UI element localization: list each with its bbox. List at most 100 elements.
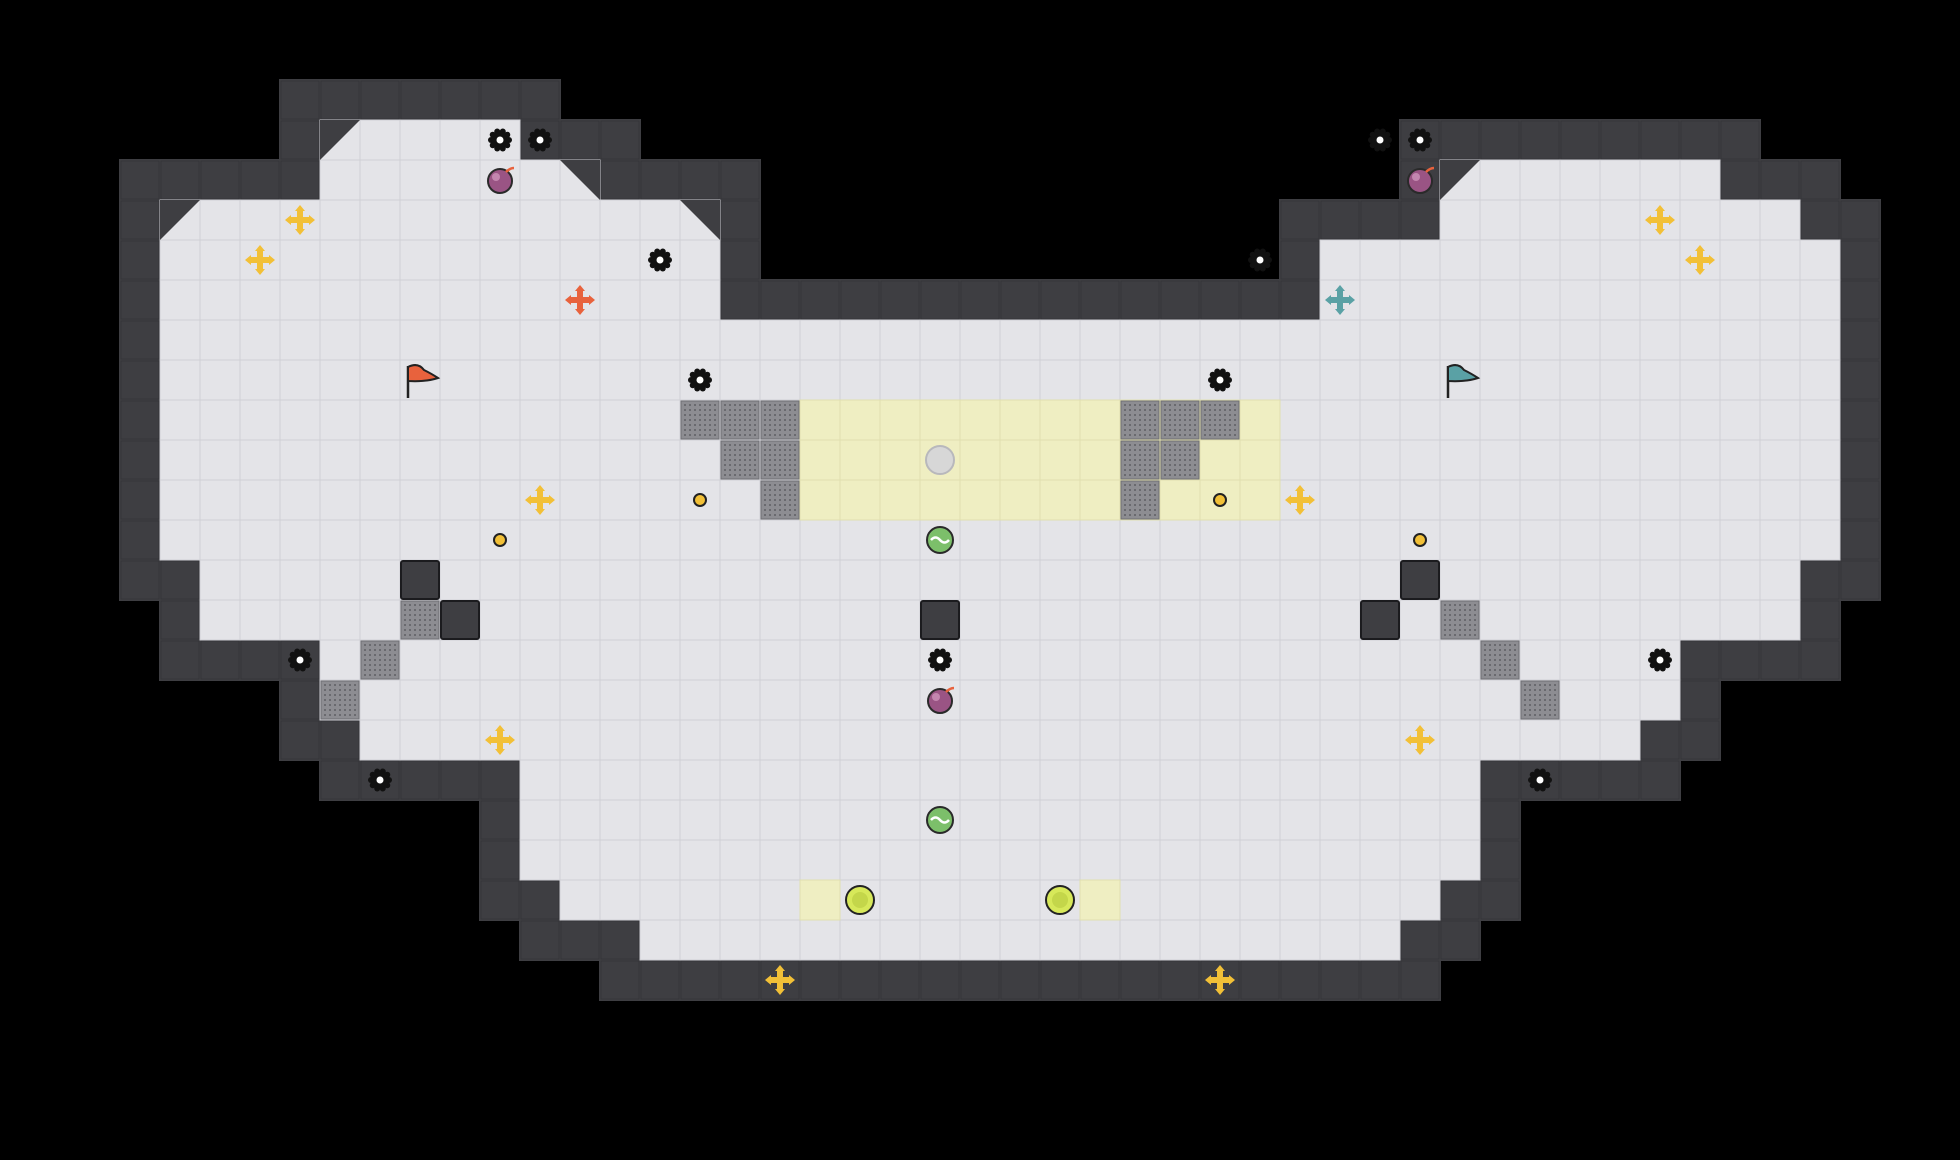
mine-icon[interactable] (688, 368, 712, 392)
mine-icon[interactable] (1208, 368, 1232, 392)
wall-tile (719, 159, 761, 201)
floor-tile (959, 639, 1001, 681)
floor-tile (199, 239, 241, 281)
spawn-cross-icon[interactable] (1405, 725, 1435, 755)
red-spawn-icon[interactable] (565, 285, 595, 315)
wall-edge (520, 880, 560, 920)
floor-tile (1599, 599, 1641, 641)
floor-tile (519, 559, 561, 601)
floor-tile (759, 559, 801, 601)
cross-arrow (245, 255, 251, 265)
mine-icon[interactable] (928, 648, 952, 672)
floor-tile (1479, 559, 1521, 601)
grate-hole (329, 709, 331, 711)
grate-hole (1469, 604, 1471, 606)
floor-tile (1439, 639, 1481, 681)
mine-icon[interactable] (288, 648, 312, 672)
grate-hole (744, 404, 746, 406)
spawn-cross-icon[interactable] (1205, 965, 1235, 995)
floor-tile (1239, 559, 1281, 601)
wall-edge (1360, 960, 1400, 1000)
grate-hole (1154, 434, 1156, 436)
floor-tile (639, 199, 681, 241)
floor-tile (879, 319, 921, 361)
object-layer[interactable] (245, 128, 1715, 995)
wall-tile (1799, 639, 1841, 681)
mine-icon[interactable] (528, 128, 552, 152)
spawn-cross-icon[interactable] (1645, 205, 1675, 235)
wall-tile (1279, 199, 1321, 241)
floor-tile (1399, 439, 1441, 481)
ball-icon[interactable] (925, 445, 955, 475)
goal-button-icon[interactable] (845, 885, 875, 915)
mine-icon[interactable] (1528, 768, 1552, 792)
grate-hole (1154, 419, 1156, 421)
wall-edge (1160, 960, 1200, 1000)
floor-tile (399, 279, 441, 321)
grate-hole (739, 414, 741, 416)
grate-hole (429, 614, 431, 616)
spawn-cross-icon[interactable] (245, 245, 275, 275)
spawn-cross-icon[interactable] (765, 965, 795, 995)
spawn-cross-icon[interactable] (525, 485, 555, 515)
mine-icon[interactable] (1248, 248, 1272, 272)
grate-hole (769, 409, 771, 411)
red-flag-icon[interactable] (406, 364, 441, 398)
spawn-cross-icon[interactable] (1285, 485, 1315, 515)
grate-hole (1504, 654, 1506, 656)
grate-hole (1144, 514, 1146, 516)
coin-icon[interactable] (1213, 493, 1227, 507)
coin-icon[interactable] (1413, 533, 1427, 547)
floor-tile (319, 159, 361, 201)
grate-hole (779, 424, 781, 426)
floor-tile (1759, 199, 1801, 241)
blue-spawn-icon[interactable] (1325, 285, 1355, 315)
floor-tile (1279, 359, 1321, 401)
grate-hole (754, 469, 756, 471)
floor-tile (159, 399, 201, 441)
mine-icon[interactable] (1648, 648, 1672, 672)
grate-tile (1520, 680, 1560, 720)
wall-tile (839, 279, 881, 321)
grate-hole (1124, 474, 1126, 476)
wall-tile (1679, 679, 1721, 721)
grate-tile (1120, 400, 1160, 440)
mine-icon[interactable] (648, 248, 672, 272)
blue-flag-icon[interactable] (1446, 364, 1481, 398)
floor-tile (1119, 759, 1161, 801)
goal-button-icon[interactable] (1045, 885, 1075, 915)
grate-hole (764, 444, 766, 446)
powerup-icon[interactable] (926, 806, 954, 834)
grate-hole (1124, 419, 1126, 421)
mine-icon[interactable] (1368, 128, 1392, 152)
spawn-cross-icon[interactable] (485, 725, 515, 755)
coin-icon[interactable] (693, 493, 707, 507)
powerup-icon[interactable] (926, 526, 954, 554)
floor-tile (999, 719, 1041, 761)
bomb-icon[interactable] (487, 166, 515, 194)
grate-hole (1134, 484, 1136, 486)
grate-hole (754, 429, 756, 431)
bomb-icon[interactable] (927, 686, 955, 714)
bomb-icon[interactable] (1407, 166, 1435, 194)
wall-edge (480, 80, 520, 120)
grate-hole (1194, 459, 1196, 461)
floor-tile (639, 519, 681, 561)
wall-edge (360, 760, 400, 800)
grate-hole (369, 674, 371, 676)
grate-hole (1129, 469, 1131, 471)
floor-tile (639, 439, 681, 481)
mine-icon[interactable] (1408, 128, 1432, 152)
grate-hole (344, 704, 346, 706)
grate-hole (734, 449, 736, 451)
wall-block (1400, 560, 1440, 600)
mine-icon[interactable] (488, 128, 512, 152)
spawn-cross-icon[interactable] (1685, 245, 1715, 275)
coin-icon[interactable] (493, 533, 507, 547)
floor-tile (399, 639, 441, 681)
mine-icon[interactable] (368, 768, 392, 792)
spawn-cross-icon[interactable] (285, 205, 315, 235)
grate-hole (749, 424, 751, 426)
floor-tile (719, 879, 761, 921)
